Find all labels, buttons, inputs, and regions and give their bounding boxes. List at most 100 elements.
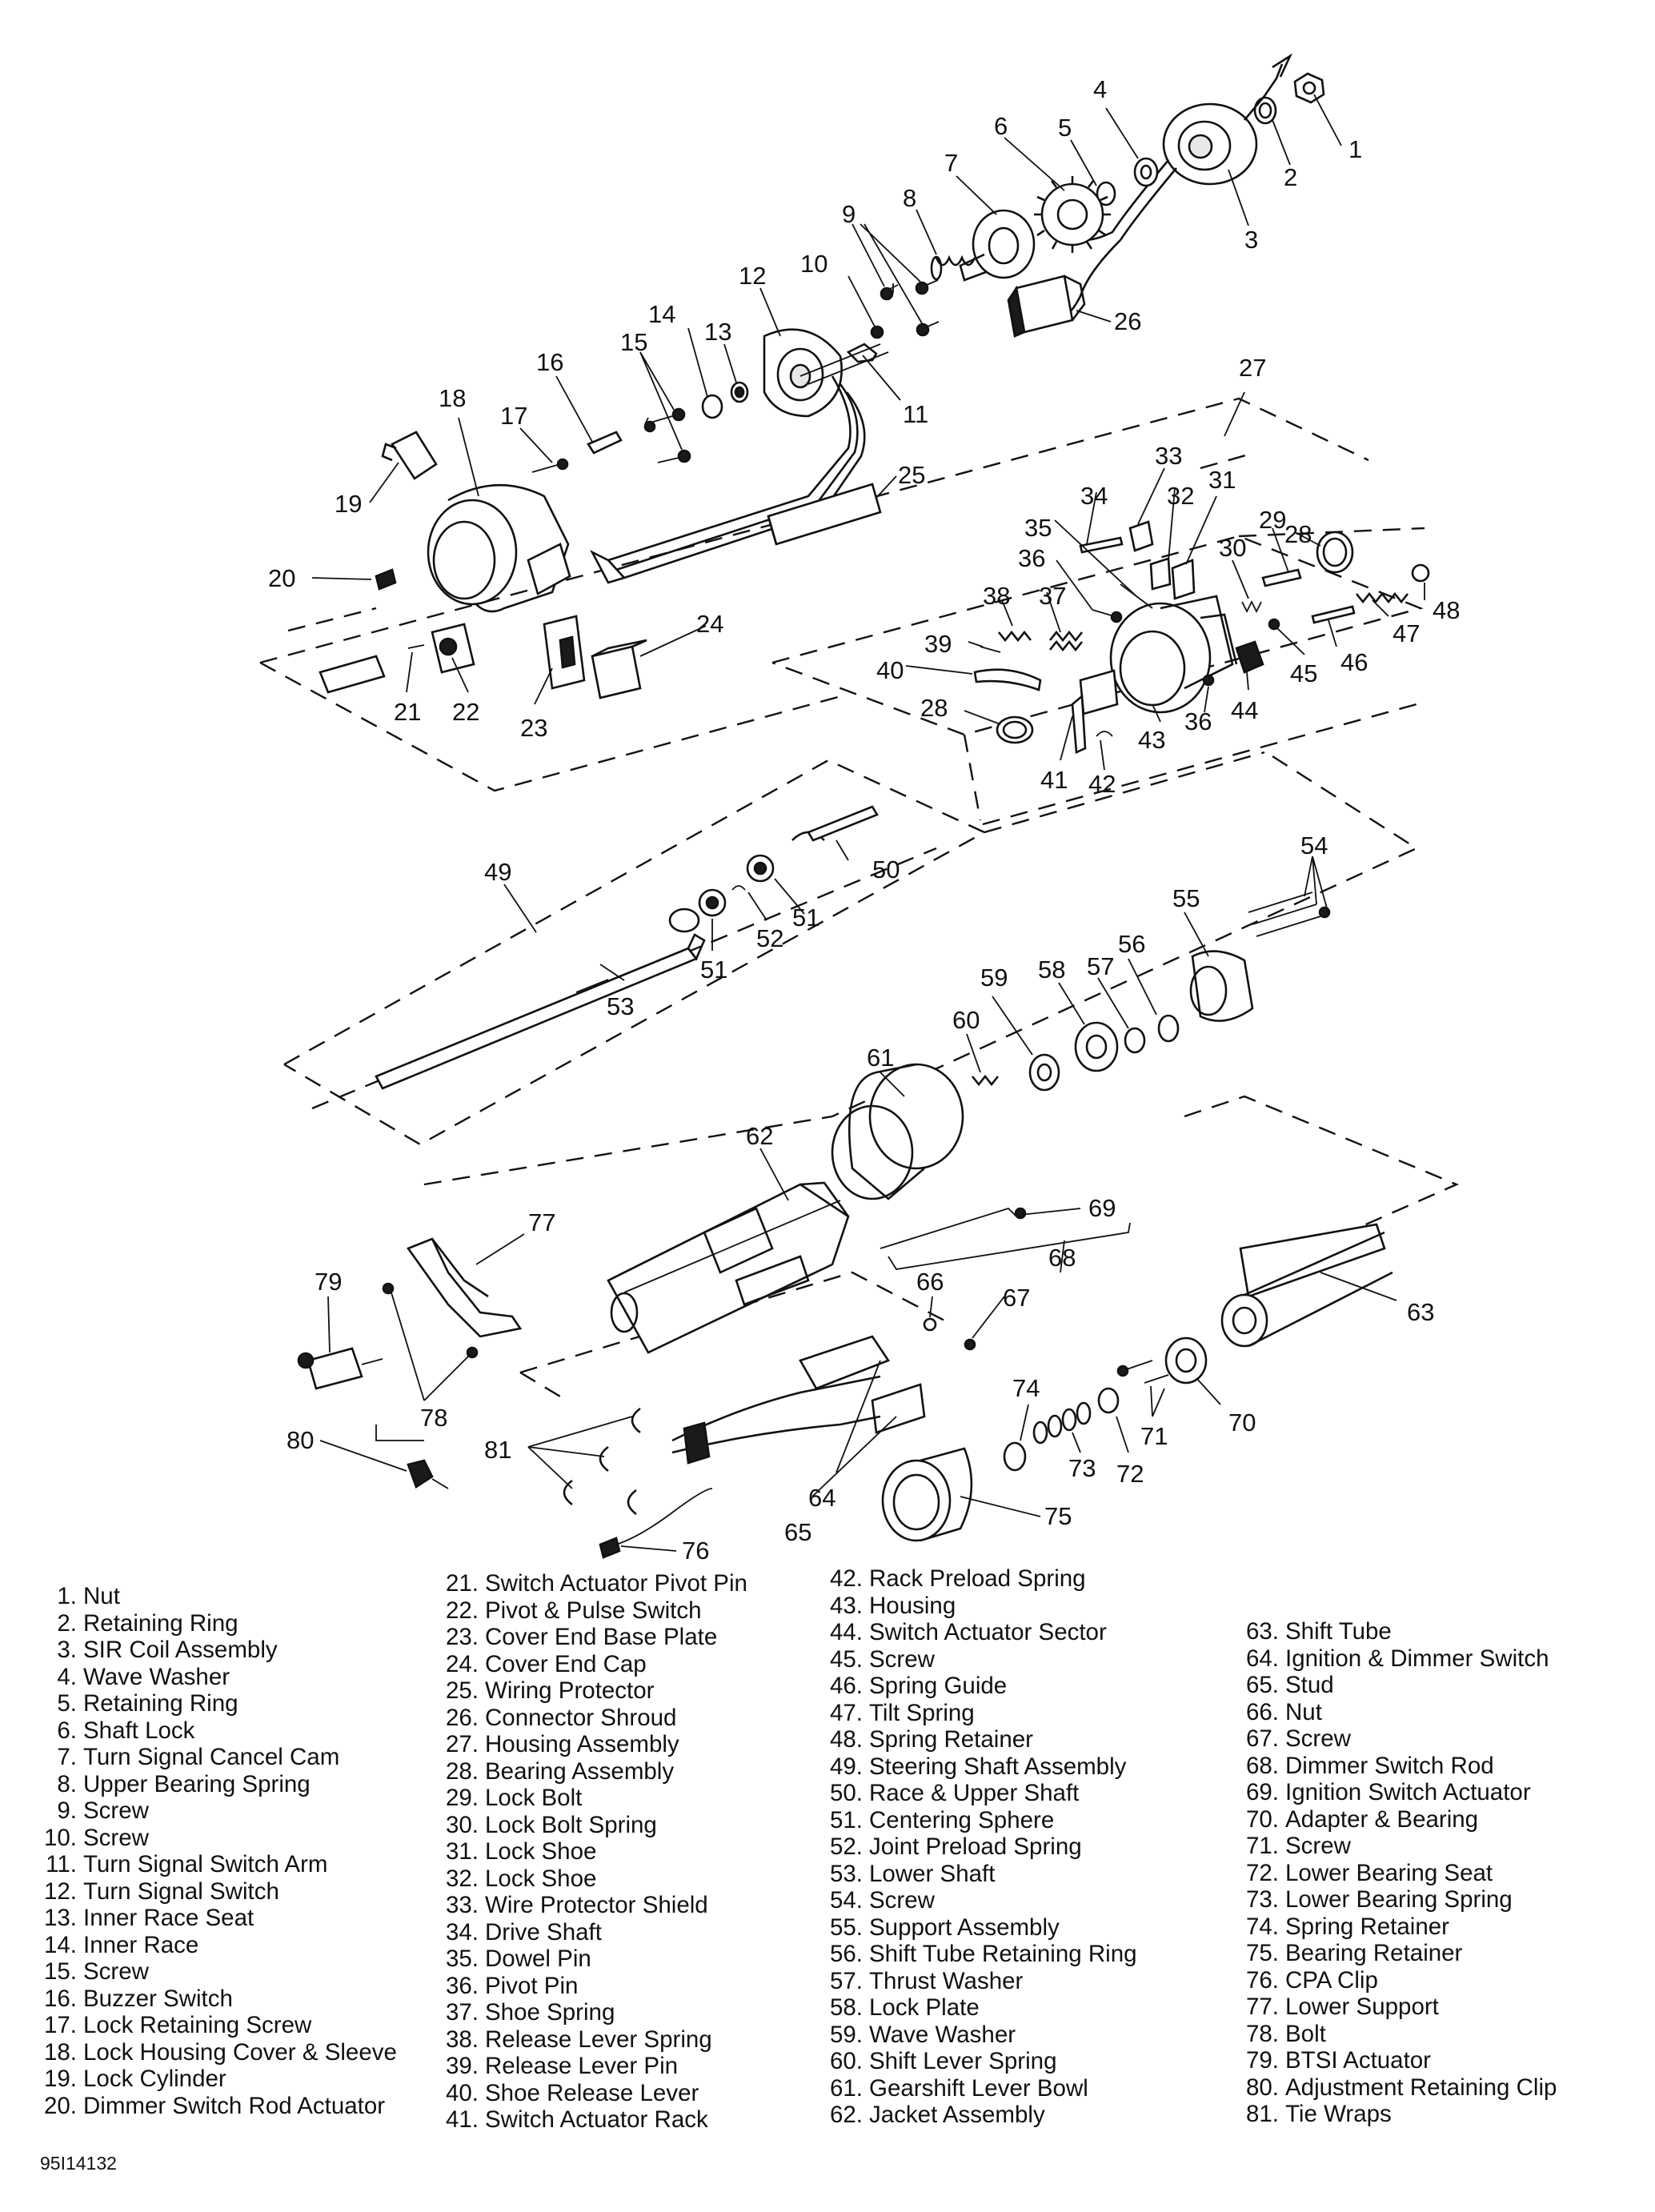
legend-number: 57. bbox=[829, 1967, 863, 1994]
legend-label: Lock Bolt Spring bbox=[485, 1811, 657, 1838]
callout-6: 6 bbox=[994, 112, 1008, 140]
callout-73: 73 bbox=[1068, 1454, 1096, 1482]
legend-label: Shift Lever Spring bbox=[869, 2048, 1057, 2074]
callout-26: 26 bbox=[1114, 307, 1141, 335]
legend-item: 10.Screw bbox=[30, 1825, 397, 1852]
callout-19: 19 bbox=[335, 490, 362, 518]
legend-item: 40.Shoe Release Lever bbox=[432, 2080, 747, 2107]
callout-42: 42 bbox=[1088, 770, 1116, 798]
legend-item: 75.Bearing Retainer bbox=[1232, 1940, 1557, 1967]
callout-32: 32 bbox=[1167, 482, 1194, 510]
legend-label: Lock Housing Cover & Sleeve bbox=[83, 2038, 397, 2066]
legend-number: 72. bbox=[1245, 1859, 1279, 1886]
callout-80: 80 bbox=[287, 1426, 314, 1454]
legend-number: 28. bbox=[445, 1757, 479, 1785]
callout-72: 72 bbox=[1116, 1460, 1144, 1488]
legend-number: 62. bbox=[829, 2102, 863, 2128]
legend-label: Cover End Cap bbox=[485, 1650, 647, 1677]
legend-item: 79.BTSI Actuator bbox=[1232, 2047, 1557, 2074]
legend-label: Centering Sphere bbox=[869, 1806, 1055, 1833]
callout-78: 78 bbox=[420, 1404, 447, 1432]
legend-label: Retaining Ring bbox=[83, 1609, 238, 1637]
legend-item: 55.Support Assembly bbox=[816, 1914, 1137, 1942]
legend-item: 37.Shoe Spring bbox=[432, 1999, 747, 2026]
callout-79: 79 bbox=[315, 1268, 342, 1296]
legend-number: 44. bbox=[829, 1619, 863, 1645]
callout-33: 33 bbox=[1155, 442, 1182, 470]
legend-label: Wave Washer bbox=[83, 1663, 230, 1690]
legend-number: 41. bbox=[445, 2106, 479, 2133]
legend-label: Support Assembly bbox=[869, 1913, 1060, 1941]
jacket-assembly-parts bbox=[563, 1181, 1393, 1559]
legend-item: 24.Cover End Cap bbox=[432, 1651, 747, 1678]
legend-label: Screw bbox=[83, 1824, 149, 1851]
legend-item: 63.Shift Tube bbox=[1232, 1618, 1557, 1645]
legend-number: 42. bbox=[829, 1565, 863, 1592]
legend-label: Tilt Spring bbox=[869, 1699, 975, 1726]
legend-number: 21. bbox=[445, 1570, 479, 1597]
callout-2: 2 bbox=[1284, 163, 1297, 191]
legend-number: 54. bbox=[829, 1887, 863, 1913]
legend-label: Lock Plate bbox=[869, 1994, 980, 2021]
callout-28-right: 28 bbox=[1284, 520, 1312, 548]
legend-label: Pivot Pin bbox=[485, 1972, 579, 1999]
legend-item: 81.Tie Wraps bbox=[1232, 2101, 1557, 2128]
callout-70: 70 bbox=[1228, 1409, 1256, 1437]
legend-number: 67. bbox=[1245, 1725, 1279, 1752]
legend-label: Tie Wraps bbox=[1285, 2101, 1392, 2127]
legend-number: 73. bbox=[1245, 1886, 1279, 1913]
legend-item: 32.Lock Shoe bbox=[432, 1865, 747, 1893]
legend-item: 53.Lower Shaft bbox=[816, 1861, 1137, 1888]
callout-23: 23 bbox=[520, 714, 547, 742]
callout-64: 64 bbox=[808, 1484, 836, 1512]
callout-25: 25 bbox=[898, 461, 925, 489]
legend-label: Lock Shoe bbox=[485, 1865, 597, 1892]
legend-number: 78. bbox=[1245, 2020, 1279, 2047]
legend-number: 48. bbox=[829, 1726, 863, 1753]
legend-number: 46. bbox=[829, 1673, 863, 1699]
legend-item: 64.Ignition & Dimmer Switch bbox=[1232, 1645, 1557, 1673]
legend-number: 63. bbox=[1245, 1618, 1279, 1645]
callout-71: 71 bbox=[1140, 1422, 1168, 1450]
callout-59: 59 bbox=[980, 964, 1008, 992]
legend-number: 43. bbox=[829, 1592, 863, 1619]
legend-item: 58.Lock Plate bbox=[816, 1994, 1137, 2022]
legend-item: 71.Screw bbox=[1232, 1833, 1557, 1860]
legend-label: Race & Upper Shaft bbox=[869, 1780, 1080, 1806]
legend-item: 28.Bearing Assembly bbox=[432, 1758, 747, 1785]
legend-item: 3.SIR Coil Assembly bbox=[30, 1637, 397, 1664]
legend-number: 12. bbox=[43, 1877, 77, 1905]
callout-7: 7 bbox=[944, 149, 958, 177]
legend-label: Spring Retainer bbox=[1285, 1913, 1449, 1940]
callout-74: 74 bbox=[1012, 1374, 1040, 1402]
legend-item: 38.Release Lever Spring bbox=[432, 2026, 747, 2054]
legend-label: Lock Cylinder bbox=[83, 2066, 226, 2092]
callout-40: 40 bbox=[876, 656, 904, 684]
callout-51-left: 51 bbox=[700, 956, 727, 984]
callout-24: 24 bbox=[696, 610, 723, 638]
legend-item: 6.Shaft Lock bbox=[30, 1717, 397, 1745]
legend-item: 78.Bolt bbox=[1232, 2021, 1557, 2048]
legend-label: Wiring Protector bbox=[485, 1677, 655, 1704]
legend-label: Screw bbox=[869, 1887, 935, 1913]
legend-number: 59. bbox=[829, 2021, 863, 2048]
legend-label: Shift Tube bbox=[1285, 1618, 1392, 1645]
legend-label: Turn Signal Switch Arm bbox=[83, 1851, 328, 1877]
callout-76: 76 bbox=[682, 1537, 709, 1565]
legend-label: Pivot & Pulse Switch bbox=[485, 1597, 702, 1624]
callout-21: 21 bbox=[394, 698, 421, 726]
legend-item: 43.Housing bbox=[816, 1593, 1137, 1620]
legend-label: Jacket Assembly bbox=[869, 2102, 1045, 2128]
legend-number: 68. bbox=[1245, 1752, 1279, 1779]
callout-16: 16 bbox=[536, 348, 563, 376]
callout-30: 30 bbox=[1219, 534, 1246, 562]
legend-item: 12.Turn Signal Switch bbox=[30, 1878, 397, 1905]
legend-item: 30.Lock Bolt Spring bbox=[432, 1812, 747, 1839]
callout-35: 35 bbox=[1024, 514, 1052, 542]
legend-item: 34.Drive Shaft bbox=[432, 1919, 747, 1946]
legend-item: 66.Nut bbox=[1232, 1699, 1557, 1726]
legend-item: 42.Rack Preload Spring bbox=[816, 1565, 1137, 1593]
